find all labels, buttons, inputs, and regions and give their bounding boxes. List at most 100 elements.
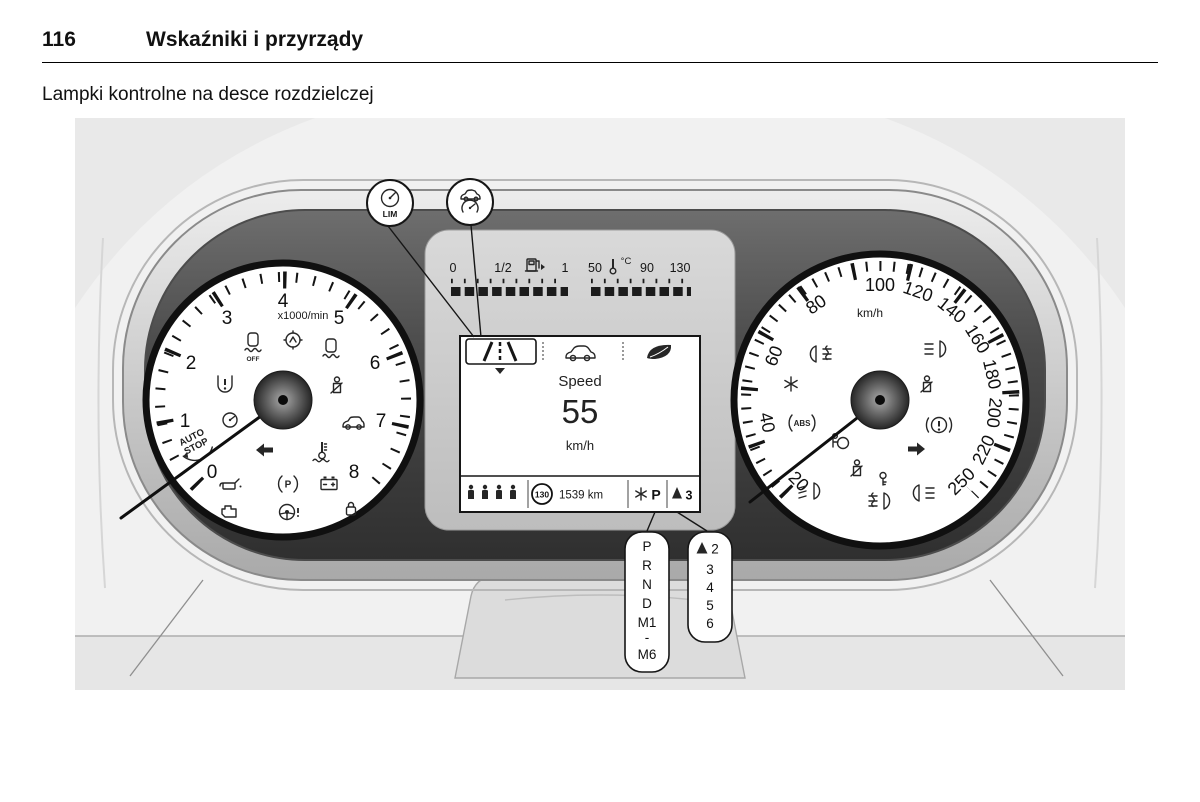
rear-fog-icon — [809, 345, 832, 363]
gear-item: P — [642, 539, 651, 554]
speed-limit-sign: 130 — [531, 483, 553, 505]
shift-item: 3 — [706, 562, 714, 577]
speed-limiter-callout: LIM — [366, 179, 414, 227]
gear-list-callout: P R N D M1 - M6 — [624, 531, 670, 673]
fuel-label: 1 — [562, 261, 569, 275]
temp-label: 90 — [640, 261, 654, 275]
shift-item: 2 — [711, 542, 719, 557]
tacho-tick: 3 — [222, 308, 233, 329]
frost-icon — [784, 376, 798, 392]
tacho-tick: 5 — [334, 308, 345, 329]
header-rule — [42, 62, 1158, 63]
tacho-tick: 7 — [376, 411, 387, 432]
cluster-hood-outline — [112, 179, 1078, 591]
callout-line-shift — [676, 511, 708, 532]
tab-marker-icon — [495, 368, 505, 374]
tacho-tick: 4 — [278, 291, 289, 312]
dash-contour-left — [129, 579, 204, 677]
speedo-tick: 200 — [983, 397, 1006, 429]
gear-indicator: P — [651, 487, 660, 503]
passenger-belt-icon — [920, 375, 933, 393]
thermometer-icon — [609, 259, 617, 275]
tpms-icon — [217, 375, 233, 393]
check-engine-icon — [221, 505, 237, 518]
eco-leaf-icon — [647, 344, 672, 359]
dashboard-corner-left — [75, 118, 315, 308]
temp-label: 50 — [588, 261, 602, 275]
position-light-icon — [912, 484, 935, 502]
key-icon — [879, 471, 887, 486]
turn-left-icon — [256, 443, 273, 457]
speedo-hub-cap — [875, 395, 885, 405]
steering-warning-icon — [278, 503, 299, 521]
gear-item: D — [642, 596, 652, 611]
fuel-pump-icon — [524, 258, 540, 272]
odometer-value: 1539 km — [559, 490, 603, 502]
callout-line-gears — [646, 511, 656, 532]
tachometer-gauge: 0 1 2 3 4 5 6 7 8 x1000/min OFF — [119, 259, 424, 541]
driver-info-display: Speed 55 km/h 130 1539 km P 3 — [459, 335, 701, 513]
gear-shift-icon — [283, 330, 303, 350]
speedometer-gauge: 20 40 60 80 100 120 140 160 180 200 220 … — [730, 250, 1030, 550]
speedo-tick: 100 — [865, 275, 895, 295]
snow-mode-icon — [635, 487, 647, 501]
svg-text:ABS: ABS — [794, 419, 812, 428]
temp-label: 130 — [670, 261, 691, 275]
vehicle-icon — [342, 416, 365, 430]
shift-item: 5 — [706, 598, 714, 613]
pillar-line-left — [97, 237, 106, 589]
tacho-tick: 6 — [370, 353, 381, 374]
instrument-cluster-figure: 0 1 2 3 4 5 6 7 8 x1000/min OFF — [75, 118, 1125, 690]
tacho-tick: 8 — [349, 462, 360, 483]
tacho-tick: 0 — [207, 462, 218, 483]
main-beam-icon — [924, 340, 947, 358]
fuel-label: 1/2 — [494, 261, 511, 275]
dash-contour-right — [989, 579, 1064, 677]
cluster-illustration: 0 1 2 3 4 5 6 7 8 x1000/min OFF — [75, 118, 1125, 690]
tacho-tick: 1 — [180, 411, 191, 432]
pillar-line-right — [1094, 237, 1103, 589]
lane-assist-icon — [482, 341, 518, 362]
page-title: Wskaźniki i przyrządy — [146, 28, 364, 51]
cruise-control-icon — [460, 189, 481, 213]
tacho-tick: 2 — [186, 353, 197, 374]
callout-line-limiter — [387, 225, 475, 338]
cruise-control-callout — [446, 178, 494, 226]
speed-unit: km/h — [566, 438, 594, 453]
turn-right-icon — [908, 442, 925, 456]
battery-icon — [320, 476, 338, 491]
seatbelt-icon — [330, 376, 343, 394]
svg-text:OFF: OFF — [247, 356, 260, 363]
gear-item: M1 — [638, 615, 657, 630]
vehicle-info-icon — [565, 345, 596, 362]
gear-item: R — [642, 558, 652, 573]
gear-item: M6 — [638, 647, 657, 662]
gear-item: - — [645, 630, 650, 645]
tacho-needle — [119, 398, 285, 520]
shift-up-icon — [672, 487, 682, 499]
speedo-unit-label: km/h — [857, 306, 883, 320]
traction-control-off-icon: OFF — [244, 332, 262, 363]
speed-limiter-icon — [380, 188, 400, 208]
limiter-label: LIM — [383, 209, 398, 219]
fuel-filler-arrow-icon — [541, 264, 545, 270]
svg-text:130: 130 — [535, 490, 549, 500]
temperature-gauge: 50 °C 90 130 — [588, 256, 693, 296]
immobilizer-icon — [345, 501, 357, 516]
shift-up-icon — [696, 542, 708, 554]
temp-unit-label: °C — [621, 256, 632, 267]
section-subtitle: Lampki kontrolne na desce rozdzielczej — [42, 84, 374, 105]
tacho-hub-cap — [278, 395, 288, 405]
oil-pressure-icon — [219, 478, 242, 490]
gear-item: N — [642, 577, 652, 592]
fuel-label: 0 — [450, 261, 457, 275]
speedo-tick: 40 — [755, 411, 779, 435]
callout-line-cruise — [470, 224, 482, 338]
dashboard-corner-right — [885, 118, 1125, 308]
front-fog-icon — [868, 492, 891, 510]
speed-value: 55 — [562, 393, 599, 430]
low-beam-icon — [798, 482, 821, 500]
belt-reminder-icon — [850, 459, 863, 477]
abs-icon: ABS — [788, 414, 816, 432]
shift-list-callout: 2 3 4 5 6 — [687, 531, 733, 643]
